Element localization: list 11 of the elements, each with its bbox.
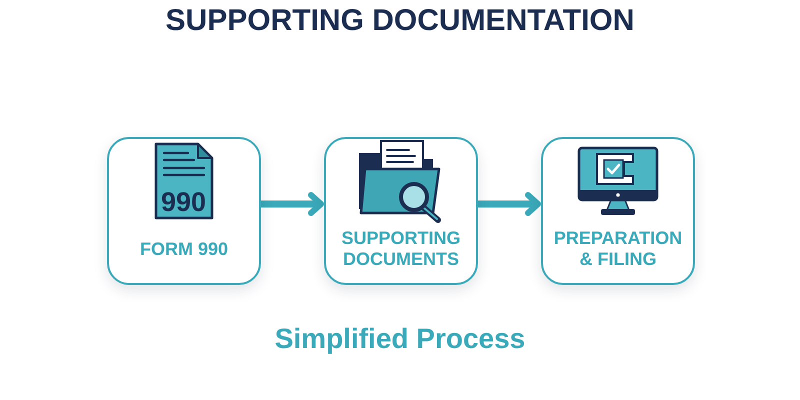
step-label: PREPARATION & FILING <box>552 228 684 270</box>
step-label: FORM 990 <box>140 238 228 260</box>
step-label: SUPPORTING DOCUMENTS <box>340 228 462 270</box>
diagram-caption: Simplified Process <box>274 322 526 356</box>
diagram-title: SUPPORTING DOCUMENTATION <box>166 3 634 39</box>
arrow <box>478 192 541 216</box>
step-card <box>107 137 261 285</box>
step-card <box>541 137 695 285</box>
form-number: 990 <box>160 188 208 216</box>
step-card <box>324 137 478 285</box>
arrow <box>261 192 324 216</box>
